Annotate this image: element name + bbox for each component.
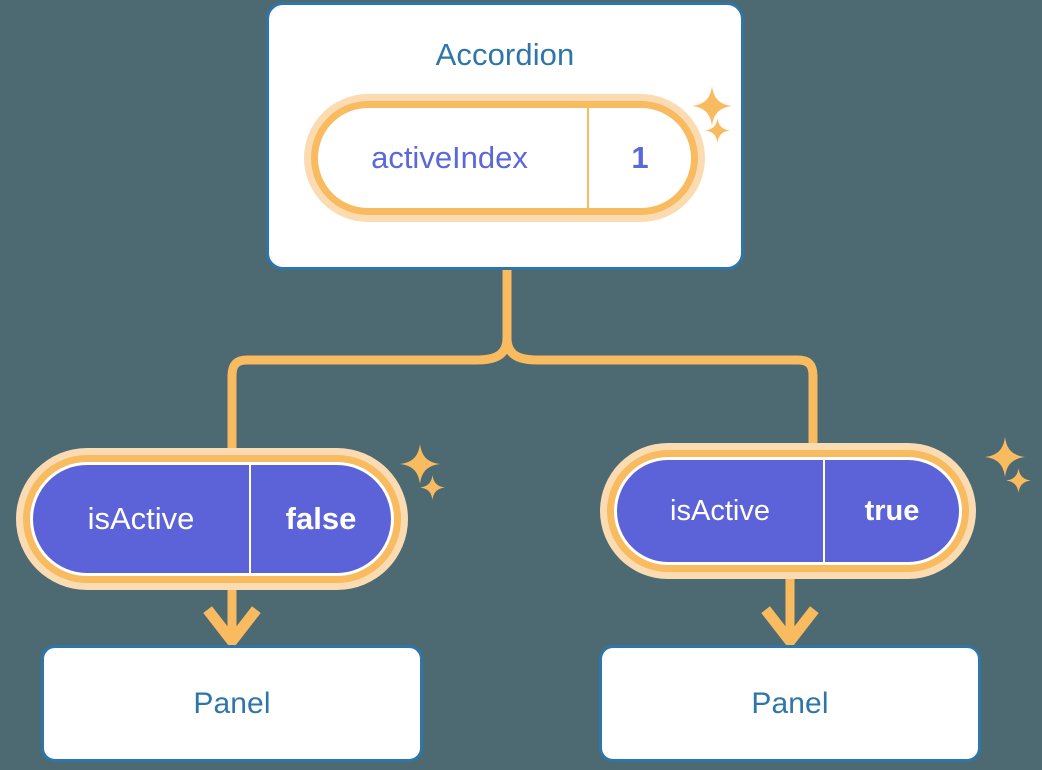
arrow-down-right [761,572,819,650]
sparkle-icon [400,444,440,484]
component-title-panel: Panel [751,686,829,720]
arrow-down-left [203,583,261,650]
connector-branch-right [502,337,818,455]
sparkle-icon [1006,468,1031,493]
state-value-label: false [249,465,391,573]
component-title-accordion: Accordion [435,37,575,72]
state-key-label: isActive [87,501,195,536]
state-pill-is-active-right[interactable]: isActive true [607,450,969,572]
connector-branch-left [227,337,512,460]
sparkle-icon [985,437,1025,477]
state-key-label: activeIndex [371,140,528,175]
state-pill-is-active-left[interactable]: isActive false [23,455,401,583]
state-key-label: isActive [670,494,770,527]
component-title-panel: Panel [193,686,271,720]
state-value-label: 1 [587,108,691,208]
pill-inner-surface: isActive true [617,460,959,562]
pill-inner-surface: isActive false [33,465,391,573]
state-pill-active-index[interactable]: activeIndex 1 [311,101,698,215]
sparkle-icon [420,475,445,500]
component-card-panel-right[interactable]: Panel [599,645,981,762]
state-value-label: true [823,460,959,562]
component-card-panel-left[interactable]: Panel [41,645,423,762]
